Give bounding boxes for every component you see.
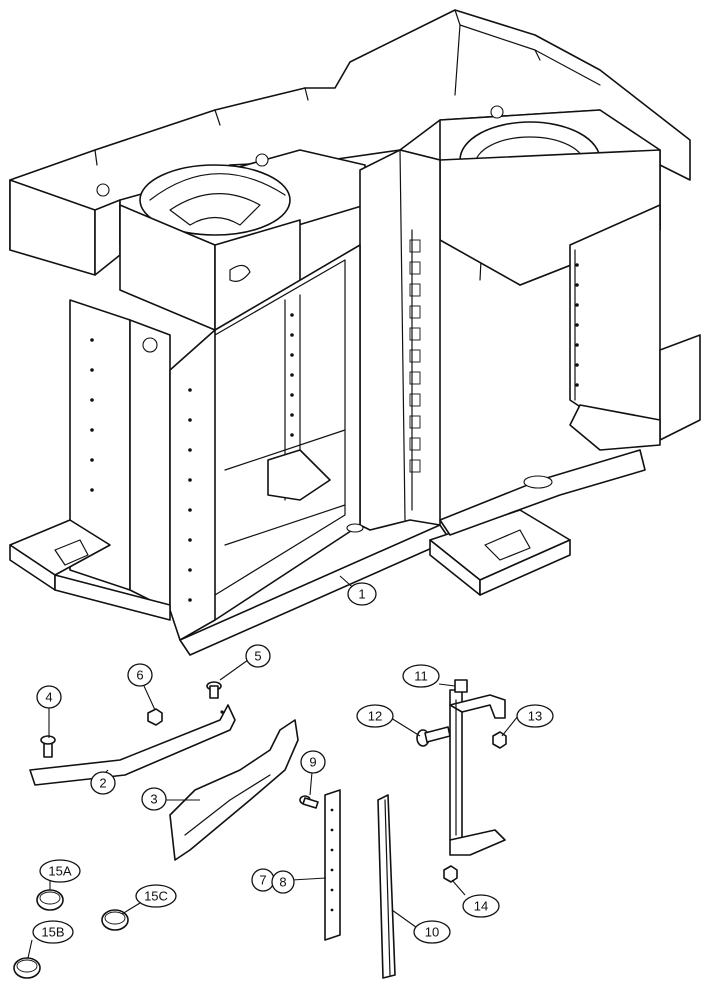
callout-2-label: 2 bbox=[99, 776, 106, 791]
callout-8: 8 bbox=[271, 870, 295, 894]
callout-2: 2 bbox=[90, 771, 116, 795]
leader-lines bbox=[27, 575, 519, 959]
part-6-nut bbox=[147, 708, 163, 726]
callout-8-label: 8 bbox=[279, 875, 286, 890]
callout-15a: 15A bbox=[39, 859, 81, 883]
callout-11-label: 11 bbox=[414, 669, 428, 684]
part-15c-plug bbox=[101, 909, 129, 931]
callout-1-label: 1 bbox=[358, 587, 365, 602]
callout-15a-label: 15A bbox=[48, 864, 71, 879]
callout-13: 13 bbox=[516, 704, 554, 728]
pillar-slot-row bbox=[409, 239, 421, 473]
callout-15c: 15C bbox=[135, 884, 177, 908]
part-9-bolt bbox=[299, 795, 319, 809]
callout-6-label: 6 bbox=[136, 668, 143, 683]
part-10-strip bbox=[377, 794, 396, 979]
callout-9-label: 9 bbox=[309, 755, 316, 770]
callout-12: 12 bbox=[356, 704, 394, 728]
callout-13-label: 13 bbox=[528, 709, 542, 724]
front-frame bbox=[169, 244, 361, 641]
callout-4-label: 4 bbox=[45, 690, 52, 705]
callout-12-label: 12 bbox=[368, 709, 382, 724]
part-2-strap bbox=[29, 704, 236, 786]
center-pillar bbox=[359, 149, 441, 531]
callout-11: 11 bbox=[402, 664, 440, 688]
callout-3: 3 bbox=[141, 787, 167, 811]
part-15a-plug bbox=[36, 889, 64, 911]
callout-10: 10 bbox=[413, 920, 451, 944]
callout-1: 1 bbox=[347, 582, 377, 606]
callout-7-label: 7 bbox=[259, 873, 266, 888]
callout-9: 9 bbox=[300, 750, 326, 774]
callout-10-label: 10 bbox=[425, 925, 439, 940]
callout-15b: 15B bbox=[32, 920, 74, 944]
callout-15b-label: 15B bbox=[41, 925, 64, 940]
callout-6: 6 bbox=[127, 663, 153, 687]
callout-14-label: 14 bbox=[474, 899, 488, 914]
part-15b-plug bbox=[13, 957, 41, 979]
part-14-nut bbox=[443, 865, 458, 883]
callout-3-label: 3 bbox=[150, 792, 157, 807]
frame-assembly bbox=[9, 9, 701, 656]
callout-5-label: 5 bbox=[254, 649, 261, 664]
right-column bbox=[569, 204, 661, 441]
part-7-8-strip bbox=[324, 789, 341, 941]
part-4-bolt bbox=[40, 735, 56, 758]
part-11-bracket bbox=[449, 679, 506, 856]
callout-7: 7 bbox=[251, 868, 275, 892]
callout-15c-label: 15C bbox=[144, 889, 168, 904]
callout-14: 14 bbox=[462, 894, 500, 918]
part-13-nut bbox=[492, 731, 507, 749]
part-5-bolt bbox=[206, 681, 222, 699]
callout-4: 4 bbox=[36, 685, 62, 709]
part-12-bolt bbox=[416, 726, 451, 747]
part-3-curved-bracket bbox=[169, 719, 299, 861]
callout-5: 5 bbox=[245, 644, 271, 668]
